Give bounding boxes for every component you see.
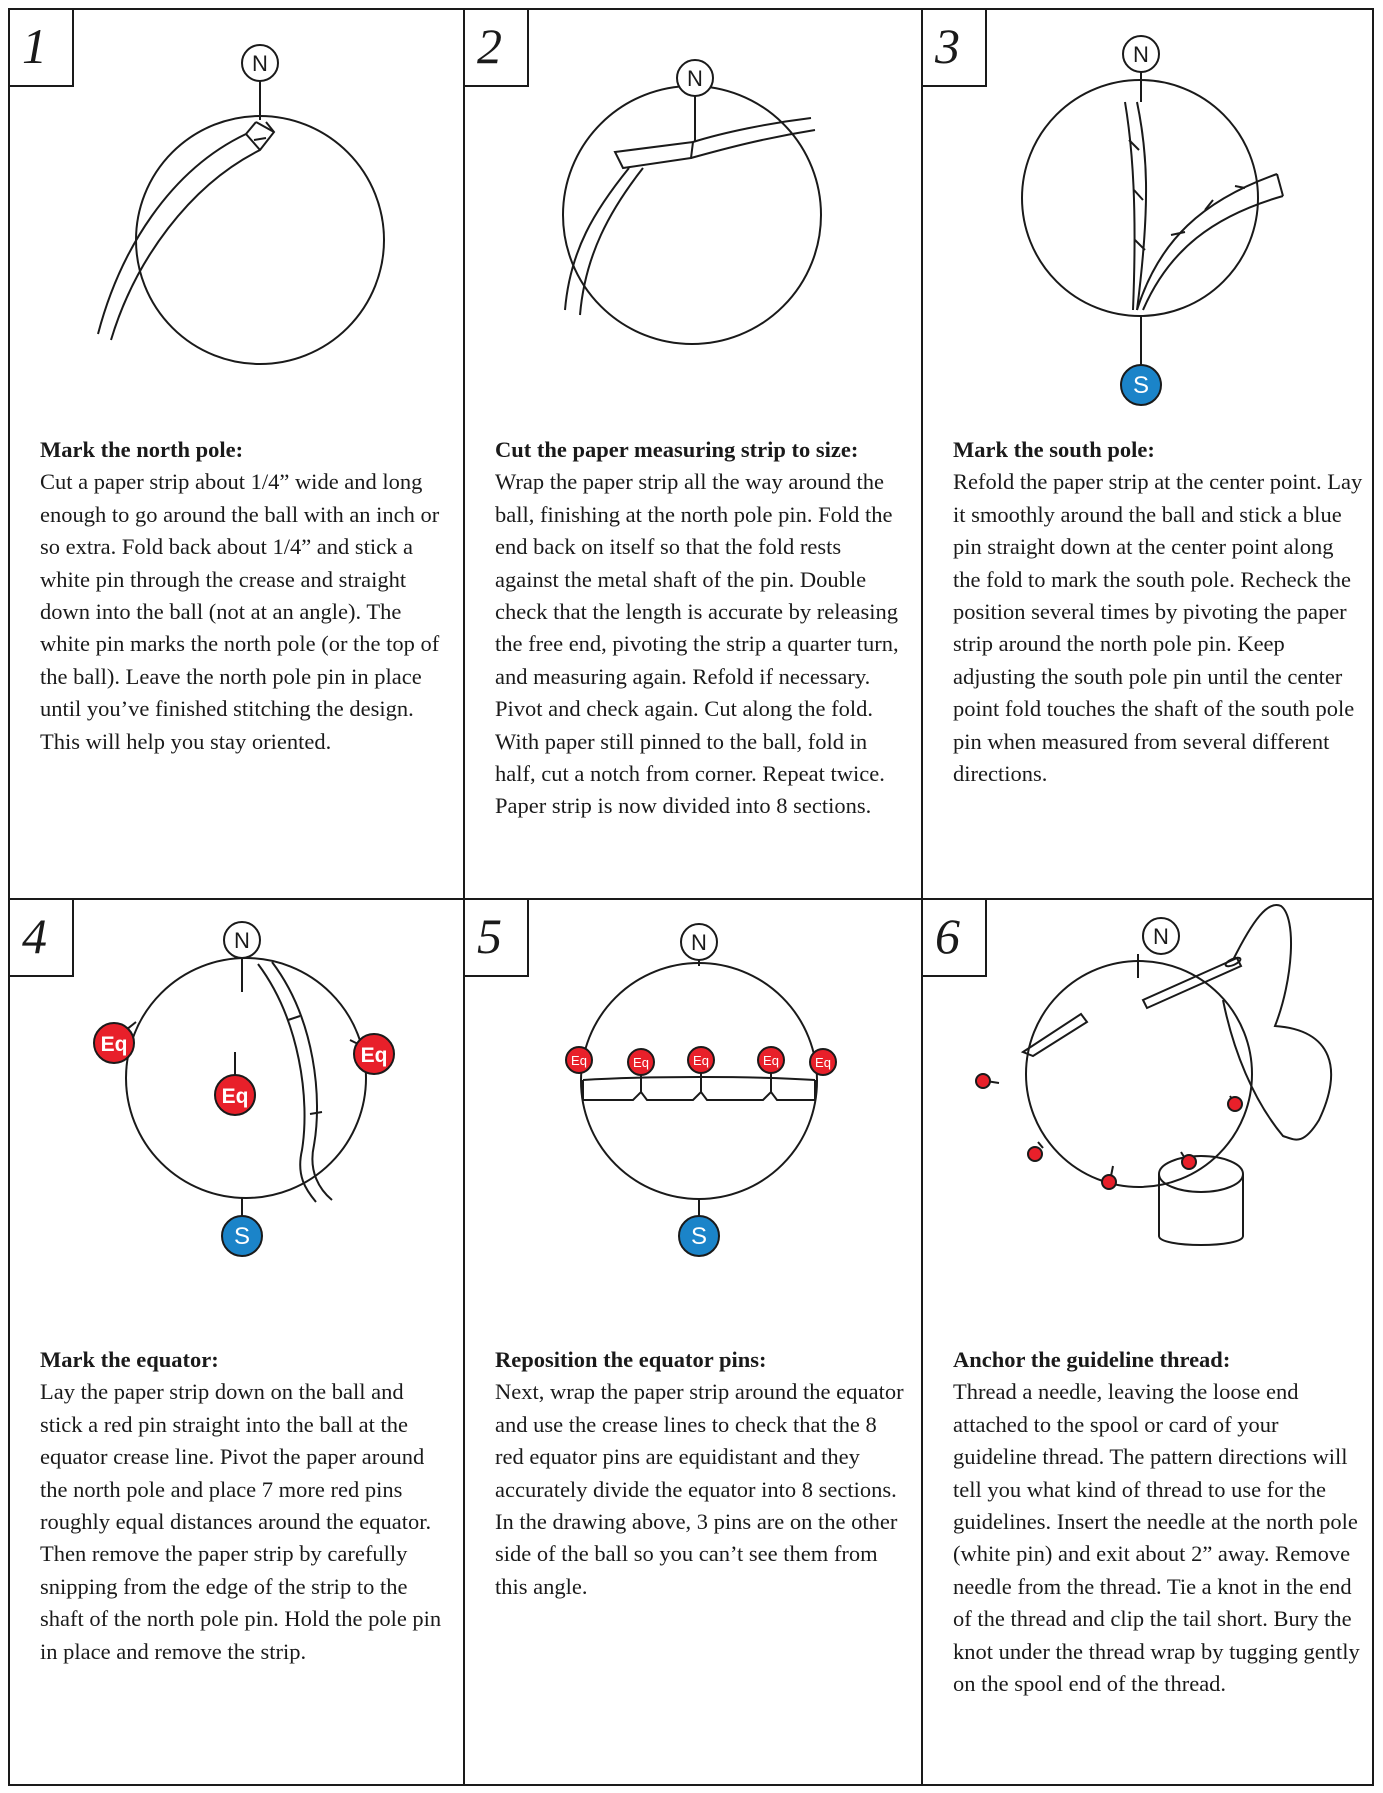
south-pole-pin: S — [1120, 364, 1162, 406]
column-divider — [921, 8, 923, 1786]
north-pole-pin: N — [1142, 917, 1180, 955]
step-title: Cut the paper measuring strip to size: — [495, 437, 859, 462]
step-description: Lay the paper strip down on the ball and… — [40, 1379, 442, 1664]
thread-spool — [1158, 1155, 1244, 1246]
ball-outline — [562, 85, 822, 345]
step-number-box: 3 — [923, 10, 987, 87]
equator-pin-label: Eq — [633, 1055, 649, 1070]
red-pin — [1181, 1154, 1197, 1170]
needle — [1141, 956, 1243, 1010]
row-divider — [8, 898, 1374, 900]
step-number: 2 — [477, 18, 502, 74]
red-pin — [1101, 1174, 1117, 1190]
step-5-caption: Reposition the equator pins: Next, wrap … — [495, 1344, 905, 1603]
equator-pin-label: Eq — [222, 1085, 249, 1108]
step-number-box: 5 — [465, 900, 529, 977]
north-pin-label: N — [252, 51, 268, 76]
step-3-caption: Mark the south pole: Refold the paper st… — [953, 434, 1363, 790]
step-title: Mark the equator: — [40, 1347, 219, 1372]
step-number: 5 — [477, 908, 502, 964]
north-pin-label: N — [687, 66, 703, 91]
step-number-box: 2 — [465, 10, 529, 87]
south-pole-pin: S — [678, 1215, 720, 1257]
step-3-illustration: N S — [923, 10, 1381, 430]
step-number-box: 6 — [923, 900, 987, 977]
step-panel-2: N 2 Cut the paper measuring strip to siz… — [465, 10, 921, 898]
north-pole-pin: N — [676, 59, 714, 97]
north-pole-pin: N — [241, 44, 279, 82]
north-pole-pin: N — [223, 921, 261, 959]
step-panel-6: N 6 Anchor the guideline thr — [923, 900, 1374, 1786]
north-pole-pin: N — [680, 923, 718, 961]
step-description: Next, wrap the paper strip around the eq… — [495, 1379, 904, 1599]
ball-outline — [135, 115, 385, 365]
step-title: Mark the north pole: — [40, 437, 244, 462]
equator-pin-label: Eq — [763, 1053, 779, 1068]
step-4-caption: Mark the equator: Lay the paper strip do… — [40, 1344, 450, 1668]
south-pole-pin: S — [221, 1215, 263, 1257]
south-pin-label: S — [234, 1223, 250, 1250]
equator-pin-label: Eq — [815, 1055, 831, 1070]
step-1-illustration: N — [10, 10, 468, 430]
step-title: Anchor the guideline thread: — [953, 1347, 1231, 1372]
north-pole-pin: N — [1122, 35, 1160, 73]
step-4-illustration: N S Eq Eq — [10, 900, 468, 1320]
north-pin-label: N — [691, 930, 707, 955]
ball-outline — [1025, 960, 1253, 1188]
equator-pin-label: Eq — [693, 1053, 709, 1068]
red-pin — [1227, 1096, 1243, 1112]
south-pin-label: S — [1133, 372, 1149, 399]
step-number: 4 — [22, 908, 47, 964]
equator-pin-label: Eq — [361, 1044, 388, 1067]
red-pin — [975, 1073, 991, 1089]
equator-pin: Eq — [809, 1048, 837, 1076]
step-panel-4: N S Eq Eq — [10, 900, 463, 1786]
step-description: Wrap the paper strip all the way around … — [495, 469, 899, 819]
equator-pin-label: Eq — [571, 1053, 587, 1068]
step-title: Mark the south pole: — [953, 437, 1155, 462]
equator-pin: Eq — [93, 1022, 135, 1064]
step-6-caption: Anchor the guideline thread: Thread a ne… — [953, 1344, 1363, 1700]
step-description: Thread a needle, leaving the loose end a… — [953, 1379, 1360, 1697]
step-number-box: 1 — [10, 10, 74, 87]
step-1-caption: Mark the north pole: Cut a paper strip a… — [40, 434, 450, 758]
needle-tip — [1020, 1012, 1089, 1058]
guideline-thread — [1222, 903, 1333, 1141]
equator-pin: Eq — [757, 1046, 785, 1074]
step-panel-1: N 1 Mark the north pole: Cut a paper str… — [10, 10, 463, 898]
paper-strip — [1124, 101, 1284, 311]
step-number: 1 — [22, 18, 47, 74]
paper-strip — [564, 117, 816, 316]
south-pin-label: S — [691, 1223, 707, 1250]
ball-outline — [580, 962, 818, 1200]
step-number-box: 4 — [10, 900, 74, 977]
step-6-illustration: N — [923, 900, 1381, 1320]
paper-strip — [97, 121, 276, 341]
step-panel-5: N S Eq Eq — [465, 900, 921, 1786]
equator-pin: Eq — [687, 1046, 715, 1074]
equator-pin: Eq — [627, 1048, 655, 1076]
step-number: 6 — [935, 908, 960, 964]
step-description: Cut a paper strip about 1/4” wide and lo… — [40, 469, 440, 754]
column-divider — [463, 8, 465, 1786]
north-pin-label: N — [1133, 42, 1149, 67]
equator-pin: Eq — [214, 1074, 256, 1116]
equator-pin: Eq — [353, 1033, 395, 1075]
step-2-illustration: N — [465, 10, 923, 430]
step-panel-3: N S 3 Mark the south pole: Refold the pa… — [923, 10, 1374, 898]
step-title: Reposition the equator pins: — [495, 1347, 767, 1372]
instruction-grid — [8, 8, 1374, 1786]
step-description: Refold the paper strip at the center poi… — [953, 469, 1363, 787]
red-pin — [1027, 1146, 1043, 1162]
north-pin-label: N — [1153, 924, 1169, 949]
equator-pin-label: Eq — [101, 1033, 128, 1056]
paper-strip — [257, 961, 333, 1203]
step-2-caption: Cut the paper measuring strip to size: W… — [495, 434, 905, 823]
equator-pin: Eq — [565, 1046, 593, 1074]
north-pin-label: N — [234, 928, 250, 953]
step-number: 3 — [935, 18, 960, 74]
step-5-illustration: N S Eq Eq — [465, 900, 923, 1320]
